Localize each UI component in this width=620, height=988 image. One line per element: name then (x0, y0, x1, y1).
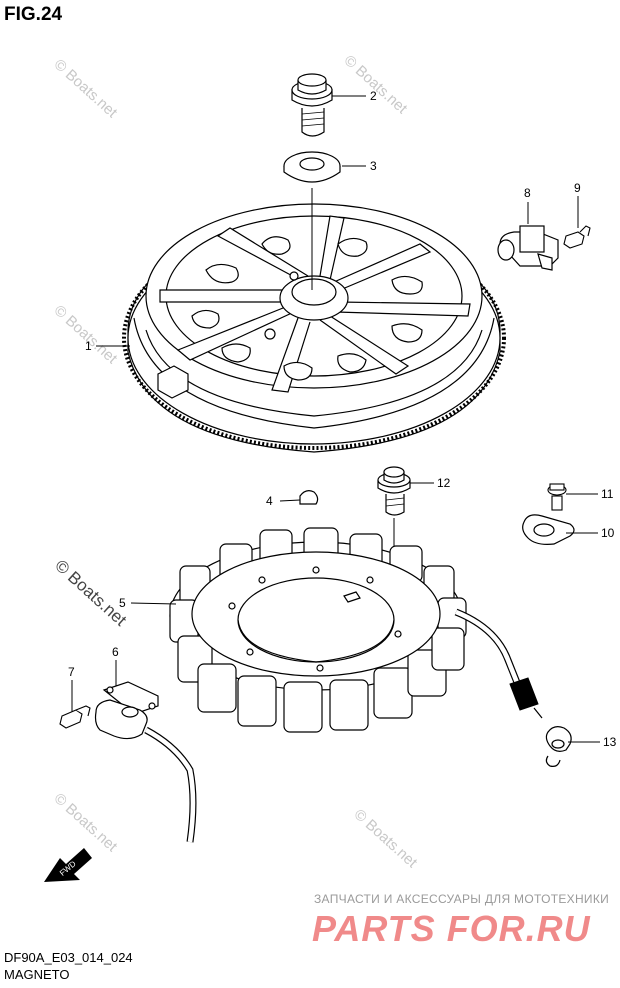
brand-logo: PARTS FOR.RU (312, 908, 591, 949)
stator-lead-wire (454, 608, 543, 719)
woodruff-key (299, 490, 319, 505)
pulser-coil (94, 681, 159, 740)
flywheel-rotor (122, 203, 506, 453)
flywheel-bolt (291, 73, 333, 137)
callout-6: 6 (112, 645, 119, 659)
callout-4: 4 (266, 494, 273, 508)
callout-9: 9 (574, 181, 581, 195)
clamp-screw (547, 483, 567, 511)
stator-coil (169, 527, 467, 733)
diagram-name: MAGNETO (4, 967, 70, 982)
callout-2: 2 (370, 89, 377, 103)
callout-11: 11 (601, 487, 614, 501)
leader-lines (71, 95, 600, 743)
callout-5: 5 (119, 596, 126, 610)
forward-arrow-icon: FWD (44, 848, 92, 882)
callout-3: 3 (370, 159, 377, 173)
crank-sensor (497, 225, 559, 271)
callout-numbers: 1 2 3 4 5 6 7 8 9 10 11 12 13 (68, 89, 617, 749)
callout-10: 10 (601, 526, 615, 540)
diagram-code: DF90A_E03_014_024 (4, 950, 133, 965)
callout-7: 7 (68, 665, 75, 679)
brand-tagline: ЗАПЧАСТИ И АКСЕССУАРЫ ДЛЯ МОТОТЕХНИКИ (314, 892, 610, 906)
figure-title: FIG.24 (4, 4, 63, 25)
stator-bolt (377, 466, 411, 516)
pulser-screw (59, 705, 91, 729)
wire-clamp (522, 514, 575, 545)
sensor-screw (563, 225, 591, 249)
callout-8: 8 (524, 186, 531, 200)
callout-13: 13 (603, 735, 617, 749)
wire-holder (545, 726, 572, 767)
pulser-lead-wire (144, 726, 197, 843)
callout-1: 1 (85, 339, 92, 353)
washer (283, 151, 341, 183)
callout-12: 12 (437, 476, 451, 490)
